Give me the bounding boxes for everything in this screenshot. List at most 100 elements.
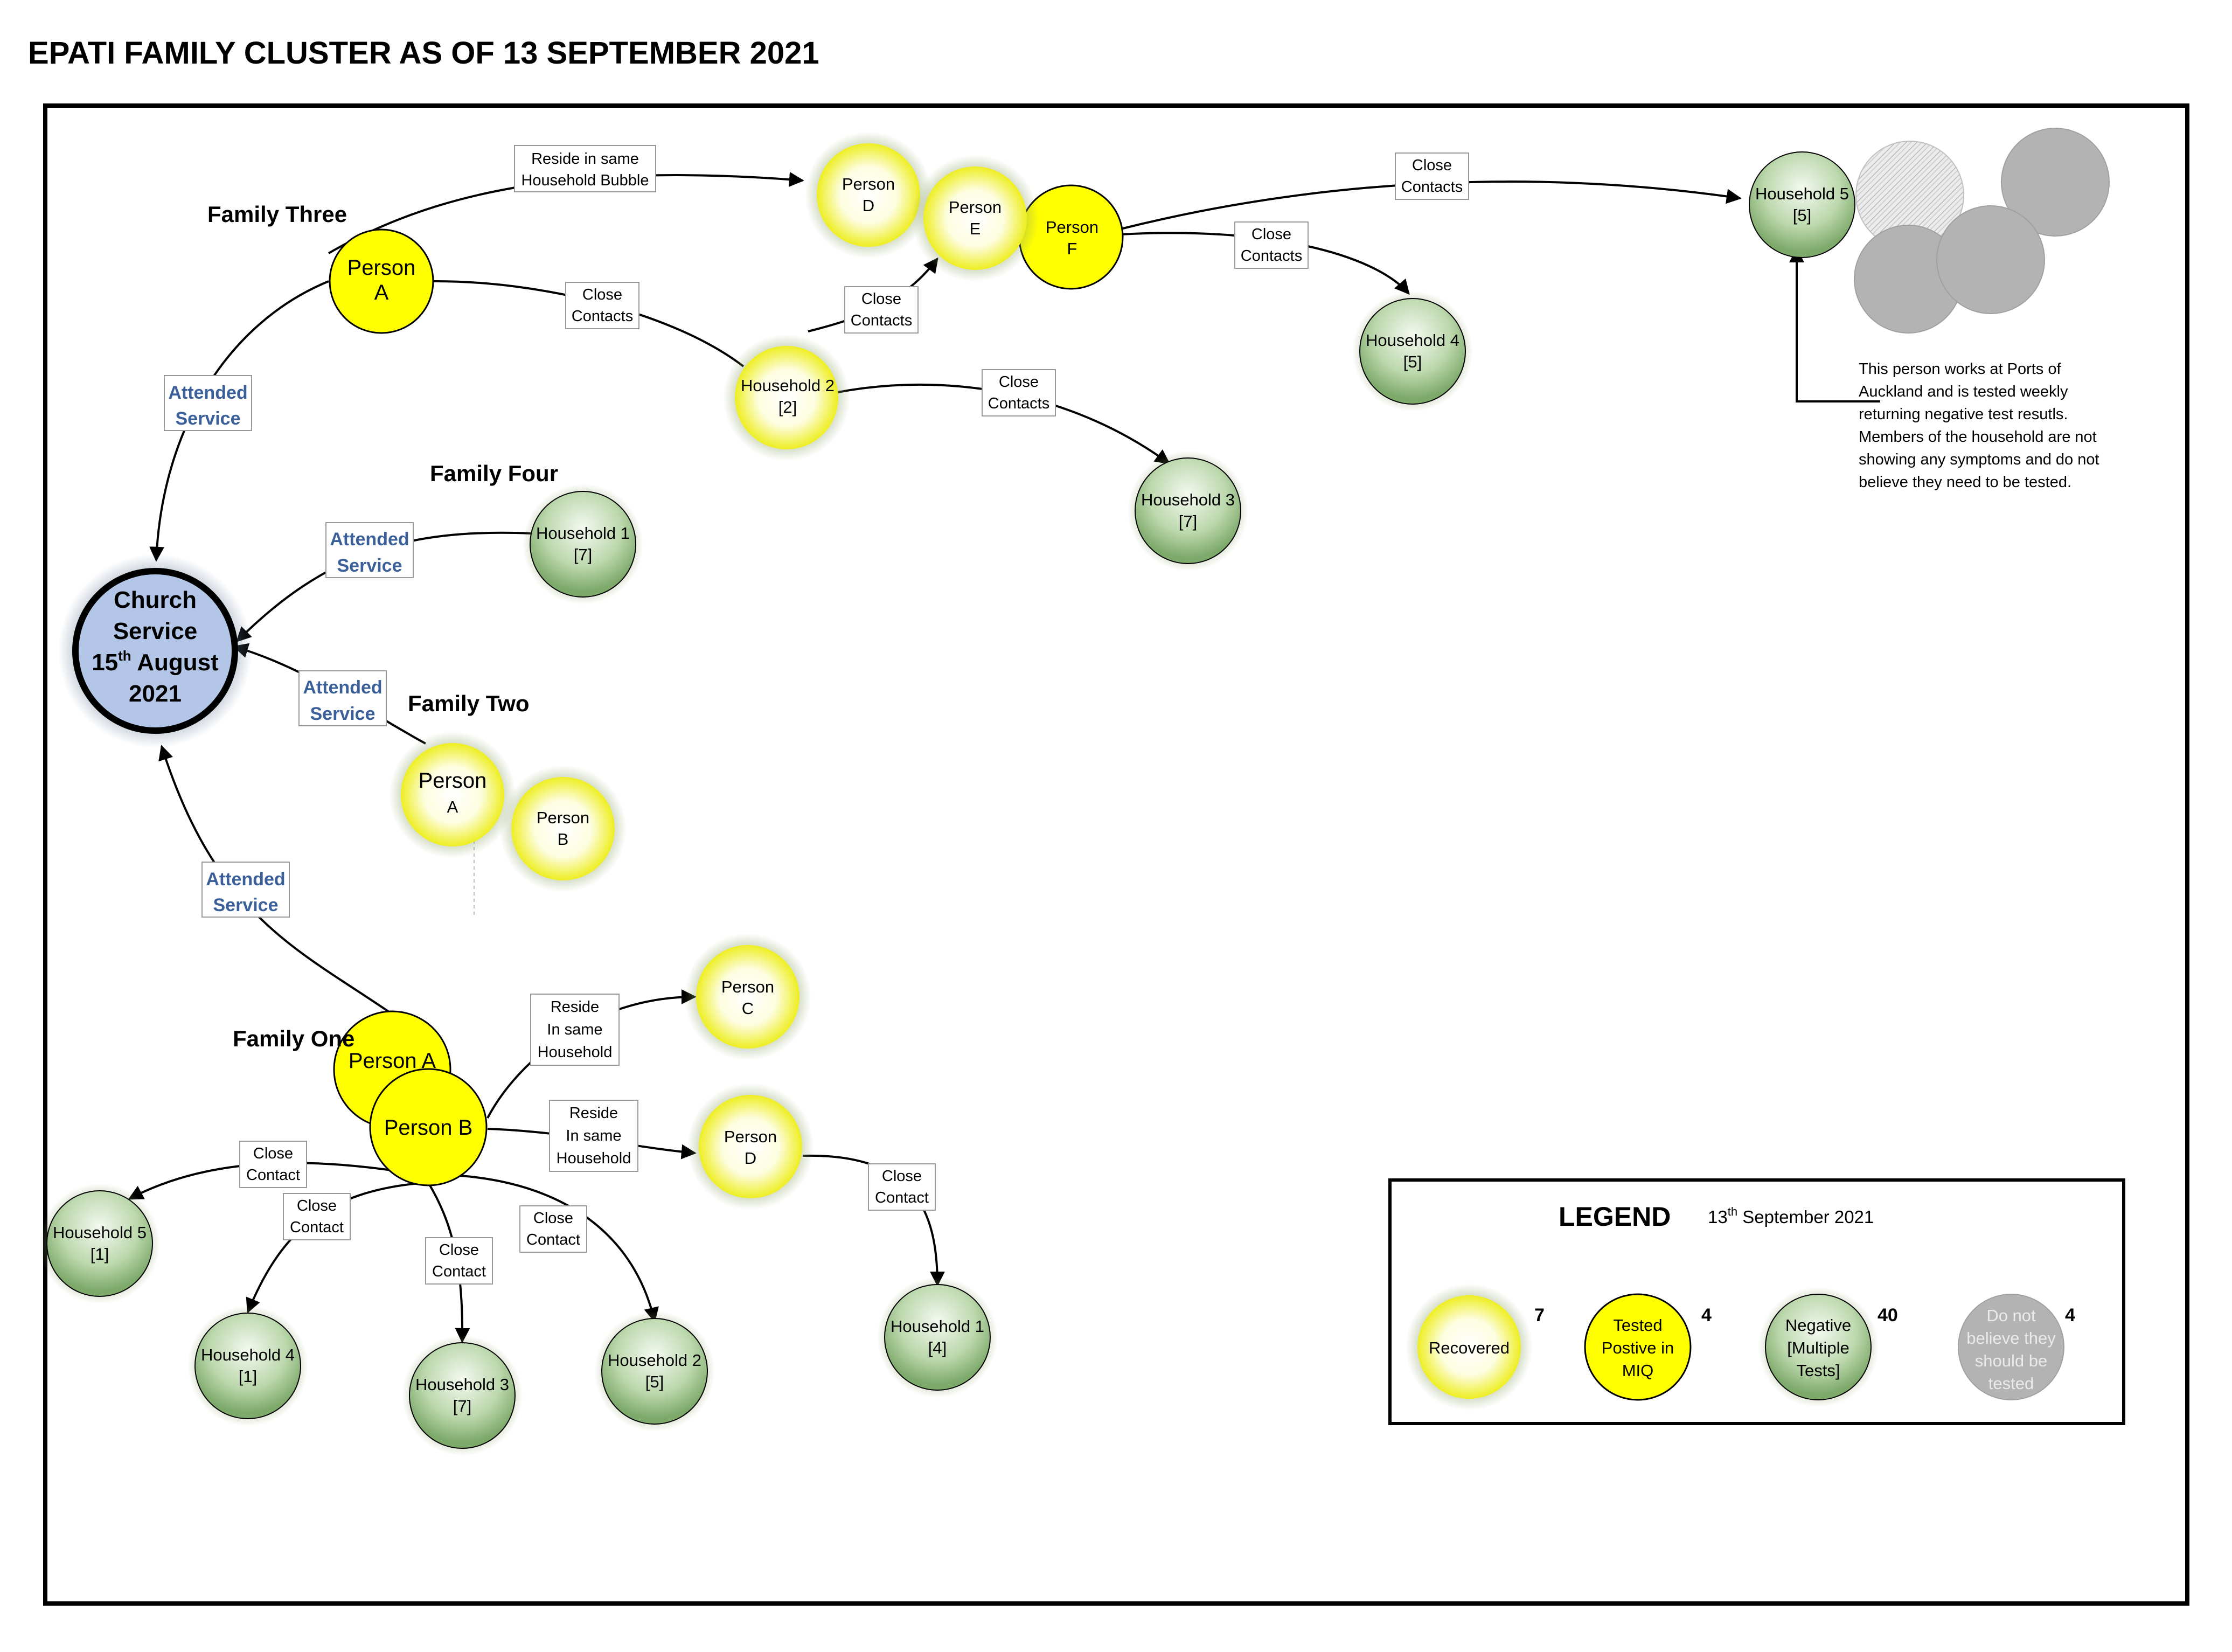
f1-hh3-line1: Household 3 — [415, 1375, 509, 1394]
edge-label-f-hh4: Close Contacts — [1234, 221, 1309, 269]
attended-f4-line1: Attended — [330, 529, 409, 550]
f1-hh2-line2: [5] — [645, 1372, 664, 1391]
legend-tested-count: 4 — [1701, 1305, 1712, 1325]
f1-hh2-line1: Household 2 — [608, 1351, 701, 1370]
f3-person-d-line2: D — [863, 196, 874, 215]
attended-f1-line2: Service — [213, 895, 279, 915]
legend-tested-line1: Tested — [1613, 1316, 1662, 1335]
f1-hh1-line1: Household 1 — [891, 1317, 984, 1336]
f1-person-d-line1: Person — [724, 1127, 777, 1146]
f4-hh1-line2: [7] — [574, 545, 592, 564]
svg-text:Close: Close — [439, 1241, 479, 1259]
svg-text:Reside: Reside — [551, 998, 599, 1016]
church-line-2: Service — [113, 618, 198, 644]
church-line-1: Church — [114, 587, 197, 613]
f4-hh1-line1: Household 1 — [536, 524, 630, 543]
legend-not-tested-line2: believe they — [1966, 1329, 2056, 1348]
svg-text:returning negative test resutl: returning negative test resutls. — [1859, 406, 2068, 423]
legend-tested-line2: Postive in — [1602, 1338, 1674, 1357]
f3-hh3-line1: Household 3 — [1141, 490, 1235, 509]
edge-f1a-church — [158, 745, 392, 1014]
family-one-nodes: Person C Person D Person A Person B Hous… — [39, 933, 998, 1456]
attended-f4-line2: Service — [337, 556, 402, 576]
attended-f2-line1: Attended — [303, 677, 382, 698]
legend-not-tested-line4: tested — [1988, 1374, 2034, 1393]
attended-label-f2: Attended Service — [298, 670, 387, 726]
f3-person-a-line2: A — [374, 281, 389, 304]
legend-negative-line3: Tests] — [1797, 1361, 1840, 1380]
f1-person-b: Person B — [384, 1116, 473, 1140]
edge-label-reside-bubble: Reside in same Household Bubble — [514, 145, 656, 192]
svg-text:Close: Close — [861, 290, 901, 308]
svg-text:Household: Household — [538, 1044, 613, 1061]
edge-label-f1b-hh2: Close Contact — [519, 1205, 587, 1253]
f2-person-b-line2: B — [558, 830, 569, 849]
legend-not-tested-line3: should be — [1975, 1351, 2047, 1370]
legend-not-tested-swatch — [1958, 1294, 2064, 1400]
f1-hh3-line2: [7] — [453, 1397, 471, 1415]
f1-hh4-line2: [1] — [239, 1367, 257, 1386]
svg-text:Contacts: Contacts — [988, 395, 1049, 412]
edge-label-hh2-hh3: Close Contacts — [982, 369, 1056, 417]
f3-hh3-line2: [7] — [1179, 512, 1197, 531]
f2-person-a-line2: A — [447, 797, 458, 816]
church-line-4: 2021 — [129, 681, 182, 707]
legend-title: LEGEND — [1559, 1202, 1671, 1232]
church-service-node: Church Service 15th August 2021 — [58, 554, 252, 748]
legend-not-tested-count: 4 — [2065, 1305, 2075, 1325]
family-two-nodes: Person A Person B — [389, 731, 627, 892]
edge-label-f3a-hh2: Close Contacts — [565, 282, 639, 329]
svg-text:Close: Close — [253, 1145, 293, 1162]
f1-hh4-line1: Household 4 — [201, 1345, 295, 1364]
attended-label-f4: Attended Service — [325, 522, 414, 578]
family-three-label: Family Three — [207, 202, 347, 227]
edge-label-f1b-hh5: Close Contact — [239, 1141, 307, 1188]
f3-hh5-line2: [5] — [1793, 206, 1811, 225]
edge-label-hh2-e: Close Contacts — [844, 286, 919, 334]
legend-tested-swatch — [1584, 1293, 1692, 1401]
legend-negative-line1: Negative — [1785, 1316, 1851, 1335]
svg-text:Contacts: Contacts — [1241, 247, 1302, 265]
f3-hh5-line1: Household 5 — [1755, 184, 1849, 203]
svg-text:Contact: Contact — [526, 1231, 580, 1248]
legend-date: 13th September 2021 — [1708, 1205, 1874, 1227]
legend-recovered-swatch — [1417, 1295, 1521, 1399]
f3-person-f-line1: Person — [1046, 218, 1098, 237]
edge-label-f1b-d: Reside In same Household — [549, 1100, 638, 1172]
legend-not-tested-line1: Do not — [1986, 1306, 2036, 1325]
attended-f3-line1: Attended — [168, 383, 247, 403]
svg-text:Contact: Contact — [246, 1167, 300, 1184]
f2-person-b-line1: Person — [537, 808, 589, 827]
f3-hh2-line1: Household 2 — [741, 376, 835, 395]
church-line-3: 15th August — [92, 648, 219, 676]
svg-text:Contact: Contact — [875, 1189, 929, 1206]
f3-hh4-line1: Household 4 — [1366, 331, 1459, 350]
legend-negative-line2: [Multiple — [1787, 1338, 1849, 1357]
reside-bubble-line1: Reside in same — [531, 150, 639, 168]
f3-person-d-line1: Person — [842, 175, 895, 193]
f1-person-c-line1: Person — [721, 977, 774, 996]
legend-recovered-count: 7 — [1534, 1305, 1545, 1325]
page-title: EPATI FAMILY CLUSTER AS OF 13 SEPTEMBER … — [28, 36, 819, 71]
svg-text:Household: Household — [557, 1150, 631, 1167]
f1-person-d-line2: D — [745, 1149, 756, 1168]
f3-hh2-line2: [2] — [778, 398, 797, 417]
svg-text:Close: Close — [1412, 157, 1452, 174]
family-two-label: Family Two — [408, 691, 530, 716]
not-tested-3 — [1936, 205, 2045, 314]
f3-person-e-line2: E — [970, 219, 981, 238]
edge-note-hh5 — [1789, 247, 1880, 402]
svg-text:Contacts: Contacts — [1401, 178, 1463, 196]
f3-person-e-line1: Person — [949, 198, 1002, 217]
svg-text:Contact: Contact — [432, 1263, 486, 1280]
f2-person-a-line1: Person — [419, 769, 487, 793]
svg-text:Close: Close — [297, 1197, 337, 1214]
f3-hh4-line2: [5] — [1403, 352, 1422, 371]
attended-label-f3: Attended Service — [164, 375, 252, 431]
svg-text:Close: Close — [533, 1210, 573, 1227]
family-four-nodes: Household 1 [7] — [523, 484, 643, 605]
svg-text:showing any symptoms and do no: showing any symptoms and do not — [1859, 451, 2099, 468]
legend-tested-line3: MIQ — [1622, 1361, 1654, 1380]
not-tested-1 — [2001, 128, 2110, 237]
